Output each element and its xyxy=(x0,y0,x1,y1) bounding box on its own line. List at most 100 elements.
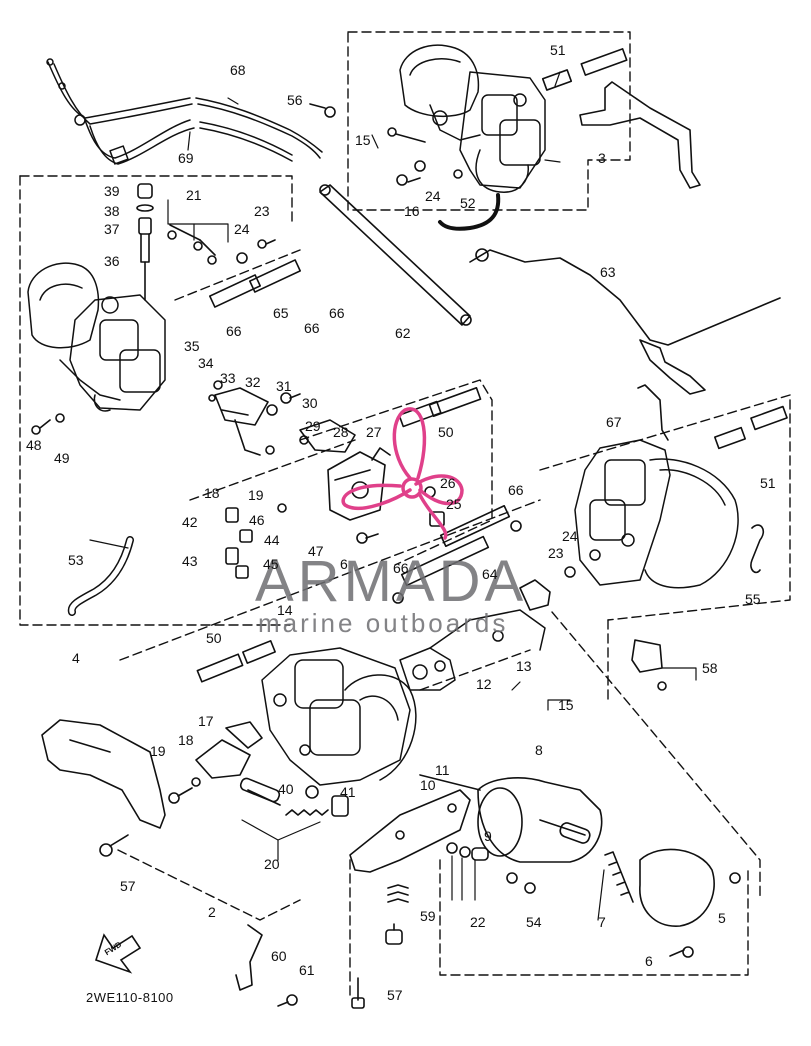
part-label-19: 19 xyxy=(248,487,264,503)
part-label-59: 59 xyxy=(420,908,436,924)
vacuum-chamber-8-9 xyxy=(419,774,603,863)
part-label-17: 17 xyxy=(198,713,214,729)
part-label-37: 37 xyxy=(104,221,120,237)
part-label-22: 22 xyxy=(470,914,486,930)
armada-logo-mark xyxy=(341,407,464,540)
link-rod-63 xyxy=(469,248,781,395)
part-label-64: 64 xyxy=(482,566,498,582)
part-label-6: 6 xyxy=(340,556,348,572)
part-label-19: 19 xyxy=(150,743,166,759)
bracket-top-right xyxy=(579,81,701,189)
part-label-49: 49 xyxy=(54,450,70,466)
part-label-38: 38 xyxy=(104,203,120,219)
part-label-23: 23 xyxy=(548,545,564,561)
carburetor-right xyxy=(564,439,739,589)
pipes-51-right xyxy=(713,405,788,450)
part-label-11: 11 xyxy=(435,762,450,778)
part-label-25: 25 xyxy=(446,496,462,512)
part-label-15: 15 xyxy=(558,697,574,713)
part-label-54: 54 xyxy=(526,914,542,930)
part-label-23: 23 xyxy=(254,203,270,219)
part-label-30: 30 xyxy=(302,395,318,411)
part-label-24: 24 xyxy=(562,528,578,544)
part-label-66: 66 xyxy=(393,560,409,576)
part-label-42: 42 xyxy=(182,514,198,530)
part-label-50: 50 xyxy=(438,424,454,440)
part-label-67: 67 xyxy=(606,414,622,430)
screws-top xyxy=(309,103,463,186)
bracket-67 xyxy=(637,384,669,441)
part-label-29: 29 xyxy=(305,418,321,434)
part-label-43: 43 xyxy=(182,553,198,569)
carburetor-lower xyxy=(261,609,546,786)
part-label-40: 40 xyxy=(278,781,294,797)
part-label-66: 66 xyxy=(226,323,242,339)
carburetor-left xyxy=(27,262,166,412)
part-label-60: 60 xyxy=(271,948,287,964)
bracket-58 xyxy=(631,639,667,691)
spring-7 xyxy=(604,851,634,903)
part-label-14: 14 xyxy=(277,602,293,618)
cover-5 xyxy=(639,848,741,958)
part-label-46: 46 xyxy=(249,512,265,528)
bracket-lower-left xyxy=(41,719,166,829)
pipes-51 xyxy=(541,48,628,91)
part-label-39: 39 xyxy=(104,183,120,199)
spring-clip-55 xyxy=(750,524,765,574)
part-label-45: 45 xyxy=(263,556,279,572)
part-label-62: 62 xyxy=(395,325,411,341)
hose-53 xyxy=(67,536,134,616)
part-label-24: 24 xyxy=(234,221,250,237)
bolt-57-bottom xyxy=(351,977,365,1009)
part-label-69: 69 xyxy=(178,150,194,166)
fwd-arrow-icon xyxy=(95,933,142,974)
part-label-47: 47 xyxy=(308,543,324,559)
part-label-61: 61 xyxy=(299,962,315,978)
parts-59-60-61 xyxy=(235,884,409,1007)
part-label-9: 9 xyxy=(484,828,492,844)
part-label-34: 34 xyxy=(198,355,214,371)
part-label-5: 5 xyxy=(718,910,726,926)
bolt-57-left xyxy=(99,834,129,857)
part-label-12: 12 xyxy=(476,676,492,692)
part-label-15: 15 xyxy=(355,132,371,148)
part-label-66: 66 xyxy=(329,305,345,321)
pipes-65 xyxy=(209,259,301,308)
carburetor-top xyxy=(399,44,546,193)
part-label-18: 18 xyxy=(204,485,220,501)
part-label-41: 41 xyxy=(340,784,356,800)
part-label-16: 16 xyxy=(404,203,420,219)
part-label-44: 44 xyxy=(264,532,280,548)
part-label-27: 27 xyxy=(366,424,382,440)
part-label-33: 33 xyxy=(220,370,236,386)
part-label-28: 28 xyxy=(333,424,349,440)
part-label-66: 66 xyxy=(304,320,320,336)
parts-cluster-lower-left xyxy=(225,503,287,579)
part-label-7: 7 xyxy=(598,914,606,930)
jets-22 xyxy=(446,842,536,894)
part-label-48: 48 xyxy=(26,437,42,453)
watermark-tagline: marine outboards xyxy=(258,608,509,638)
parts-cluster-mid xyxy=(208,380,445,544)
part-label-66: 66 xyxy=(508,482,524,498)
part-label-26: 26 xyxy=(440,475,456,491)
part-label-21: 21 xyxy=(186,187,202,203)
part-label-57: 57 xyxy=(387,987,403,1003)
part-label-68: 68 xyxy=(230,62,246,78)
assembly-boundary-lines xyxy=(19,31,791,1001)
part-label-57: 57 xyxy=(120,878,136,894)
part-label-51: 51 xyxy=(550,42,566,58)
part-label-56: 56 xyxy=(287,92,303,108)
part-label-58: 58 xyxy=(702,660,718,676)
part-label-31: 31 xyxy=(276,378,292,394)
drawing-code: 2WE110-8100 xyxy=(86,990,174,1005)
hose-52 xyxy=(438,193,501,231)
part-label-13: 13 xyxy=(516,658,532,674)
part-label-32: 32 xyxy=(245,374,261,390)
pipes-64 xyxy=(392,504,551,611)
screws-left xyxy=(31,183,276,435)
fuel-hoses xyxy=(46,58,323,165)
bracket-10 xyxy=(349,789,471,873)
part-label-3: 3 xyxy=(598,150,606,166)
